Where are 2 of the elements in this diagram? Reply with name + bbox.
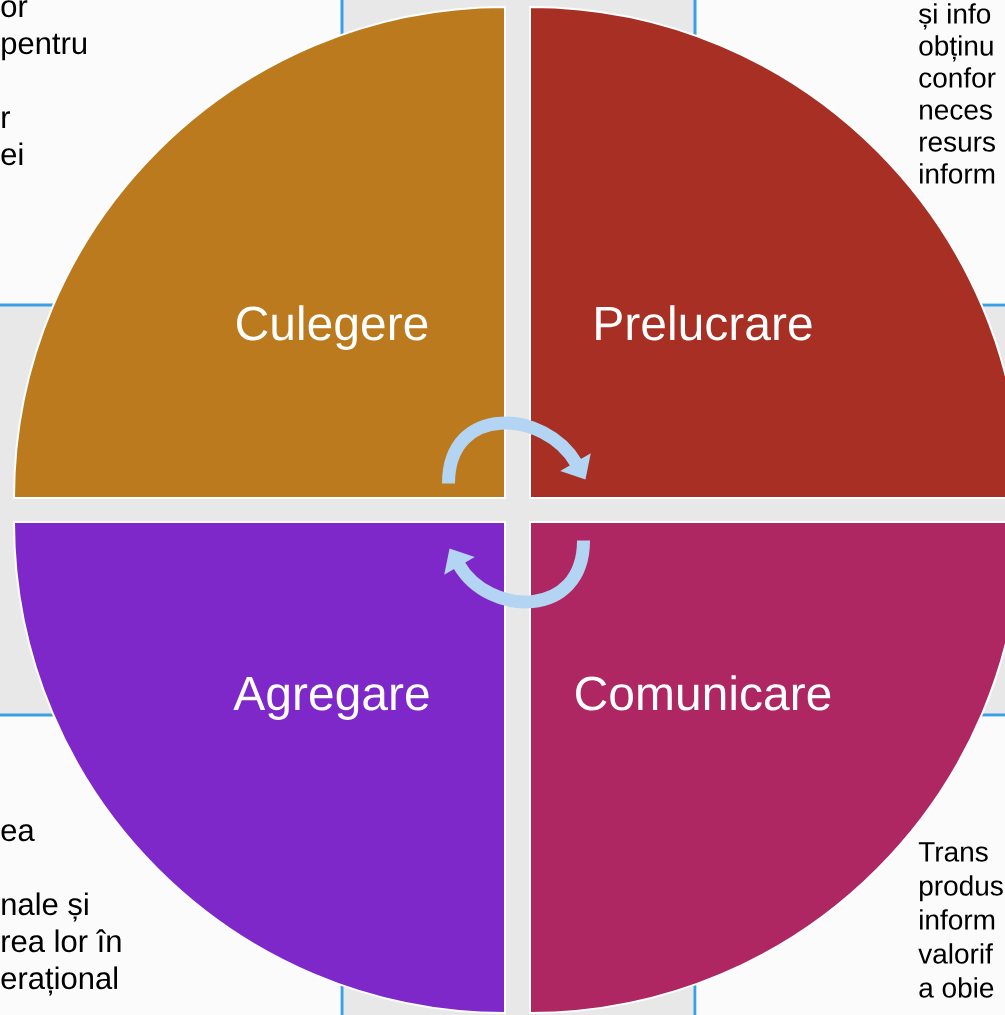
curved-arrow — [444, 539, 590, 609]
curved-arrow — [442, 416, 591, 485]
